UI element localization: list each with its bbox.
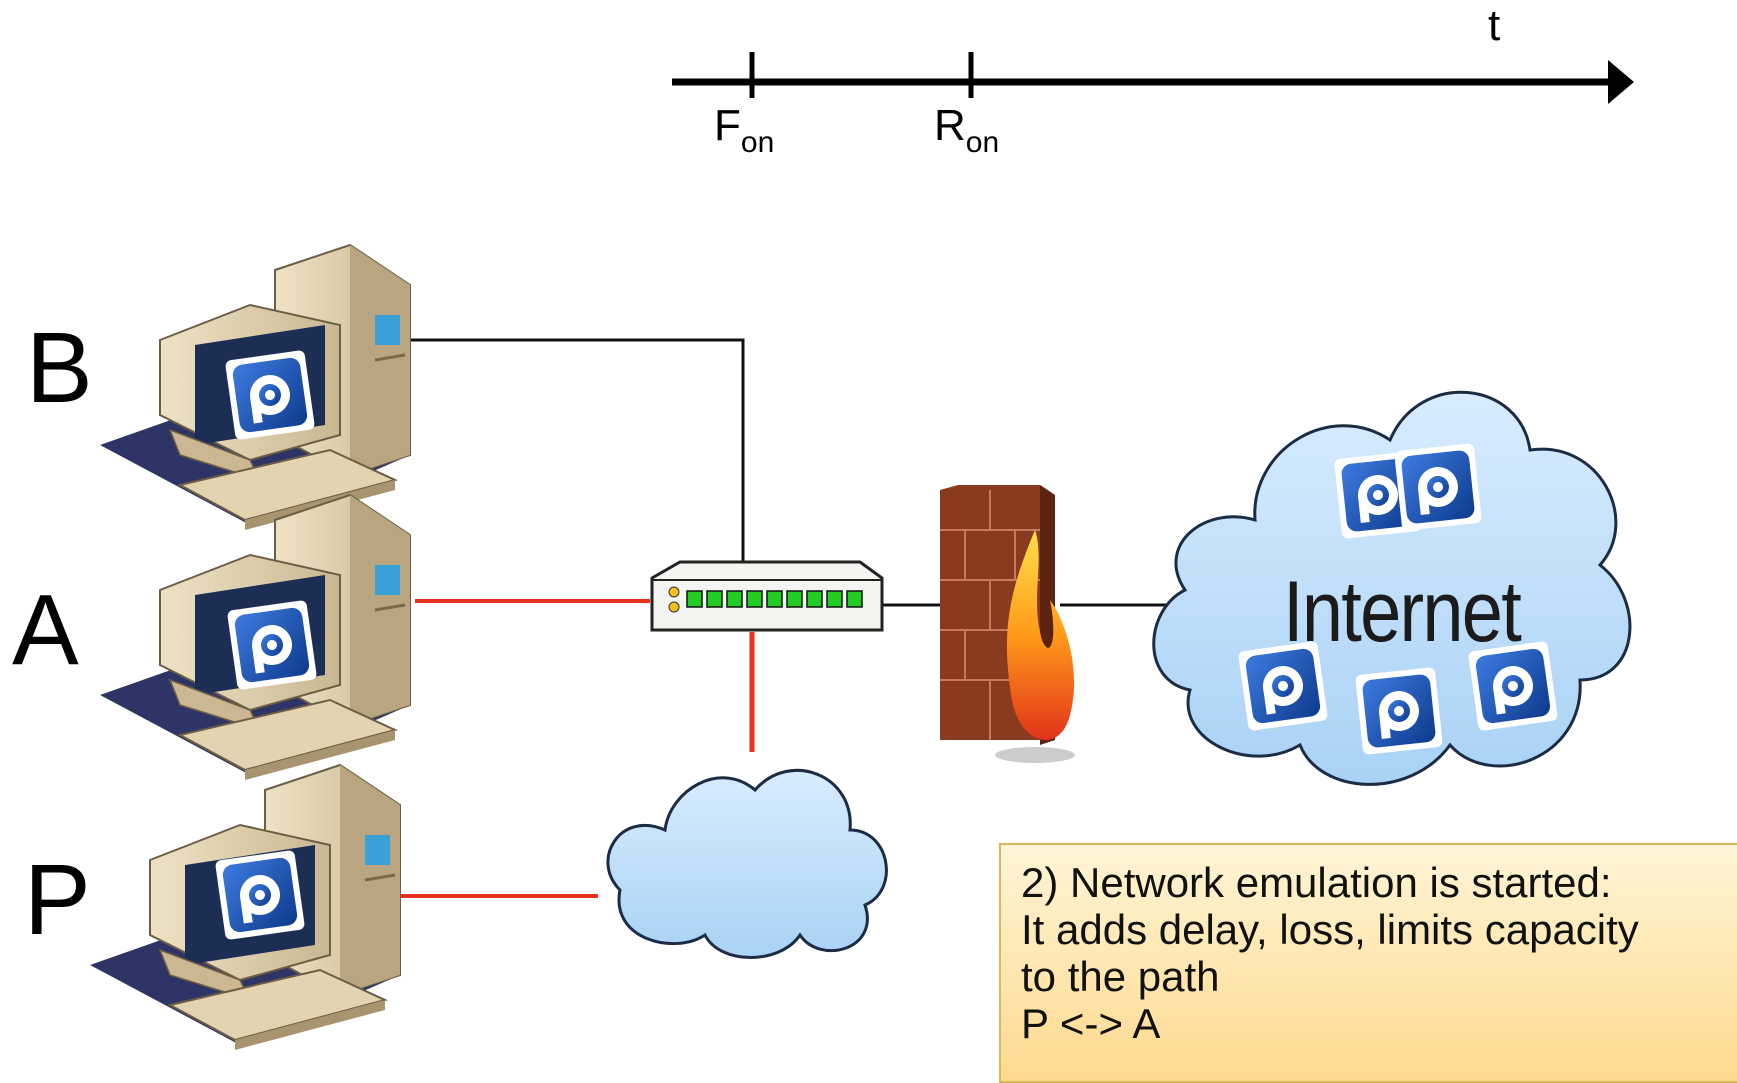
note-line: 2) Network emulation is started:: [1021, 859, 1612, 906]
internet-label: Internet: [1283, 564, 1522, 660]
desktop-computer-icon: [98, 493, 412, 782]
desktop-computer-icon: [88, 763, 402, 1052]
app-logo-icon: [224, 349, 316, 441]
note-box: 2) Network emulation is started: It adds…: [999, 843, 1737, 1083]
timeline-marker-label: Ron: [934, 104, 999, 158]
timeline-marker-main: F: [714, 101, 741, 150]
note-line: P <-> A: [1021, 1000, 1161, 1047]
note-line: It adds delay, loss, limits capacity: [1021, 906, 1639, 953]
timeline-marker-label: Fon: [714, 104, 774, 158]
app-logo-icon: [1394, 443, 1482, 531]
note-line: to the path: [1021, 953, 1220, 1000]
host-label-a: A: [12, 574, 79, 686]
timeline-marker-main: R: [934, 101, 966, 150]
timeline: [672, 52, 1634, 104]
app-logo-icon: [226, 599, 318, 691]
timeline-marker-sub: on: [965, 126, 1000, 159]
link-b-switch: [410, 338, 745, 565]
internet-cloud: [1152, 390, 1632, 786]
timeline-axis-label: t: [1488, 1, 1501, 50]
host-label-p: P: [24, 844, 91, 956]
cloud-icon: [606, 768, 888, 959]
links: [400, 338, 1172, 898]
desktop-computer-icon: [98, 243, 412, 532]
firewall-icon: [940, 485, 1075, 763]
host-label-b: B: [26, 312, 93, 424]
timeline-arrowhead: [1608, 60, 1634, 104]
network-switch-icon: [650, 560, 884, 632]
app-logo-icon: [214, 849, 306, 941]
timeline-marker-sub: on: [740, 126, 775, 159]
app-logo-icon: [1355, 667, 1443, 755]
